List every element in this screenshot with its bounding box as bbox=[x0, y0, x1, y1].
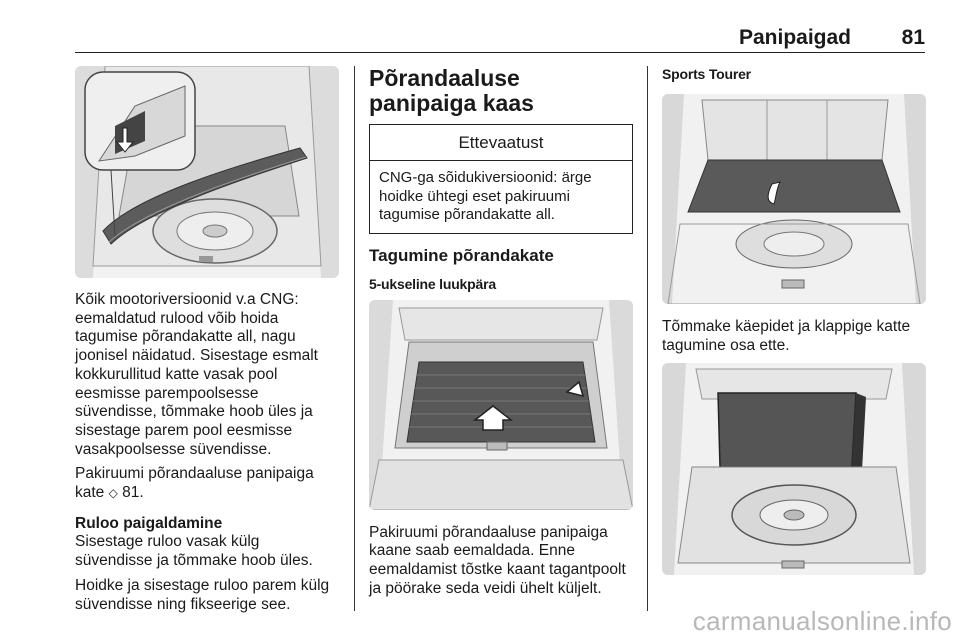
page-reference-icon: ◇ bbox=[108, 486, 118, 501]
body-paragraph: Sisestage ruloo vasak külg süvendisse ja… bbox=[75, 533, 313, 570]
floor-cover-sports-tourer-illustration bbox=[662, 94, 926, 304]
section-subheading: Ruloo paigaldamine bbox=[75, 514, 223, 532]
page-reference-link[interactable]: 81. bbox=[122, 484, 144, 502]
body-paragraph: Tõmmake käepidet ja klappige katte tagum… bbox=[662, 318, 911, 354]
section-heading: Põrandaaluse panipaiga kaas bbox=[369, 65, 534, 116]
page-header: Panipaigad 81 bbox=[75, 14, 925, 53]
warning-text: CNG-ga sõidukiversioonid: ärge hoidke üh… bbox=[379, 169, 592, 223]
column-2: Põrandaaluse panipaiga kaas Ettevaatust … bbox=[369, 66, 633, 598]
variant-heading: Sports Tourer bbox=[662, 66, 751, 82]
body-paragraph: Hoidke ja sisestage ruloo parem külg süv… bbox=[75, 576, 330, 613]
body-paragraph: Kõik mootoriversioonid v.a CNG: eemaldat… bbox=[75, 291, 318, 458]
floor-cover-hatchback-illustration bbox=[369, 299, 633, 510]
site-watermark: carmanualsonline.info bbox=[692, 606, 952, 636]
warning-box: Ettevaatust CNG-ga sõidukiversioonid: är… bbox=[369, 124, 633, 234]
column-3: Sports Tourer Tõmmake käepidet ja klappi… bbox=[662, 66, 926, 576]
reference-text: Pakiruumi põrandaaluse panipaiga kate bbox=[75, 465, 314, 502]
body-paragraph: Pakiruumi põrandaaluse panipaiga kaane s… bbox=[369, 523, 626, 597]
warning-title: Ettevaatust bbox=[370, 125, 632, 161]
floor-cover-folded-illustration bbox=[662, 363, 926, 576]
page-title: Panipaigad bbox=[738, 26, 851, 49]
variant-heading: 5-ukseline luukpära bbox=[369, 275, 496, 292]
column-divider bbox=[354, 66, 355, 611]
section-subheading: Tagumine põrandakate bbox=[369, 245, 554, 265]
cargo-rollcover-stowed-illustration bbox=[75, 66, 339, 278]
page-number: 81 bbox=[901, 26, 925, 49]
column-divider bbox=[647, 66, 648, 611]
column-1: Kõik mootoriversioonid v.a CNG: eemaldat… bbox=[75, 66, 339, 614]
body-paragraph-reference: Pakiruumi põrandaaluse panipaiga kate ◇ … bbox=[75, 465, 339, 502]
